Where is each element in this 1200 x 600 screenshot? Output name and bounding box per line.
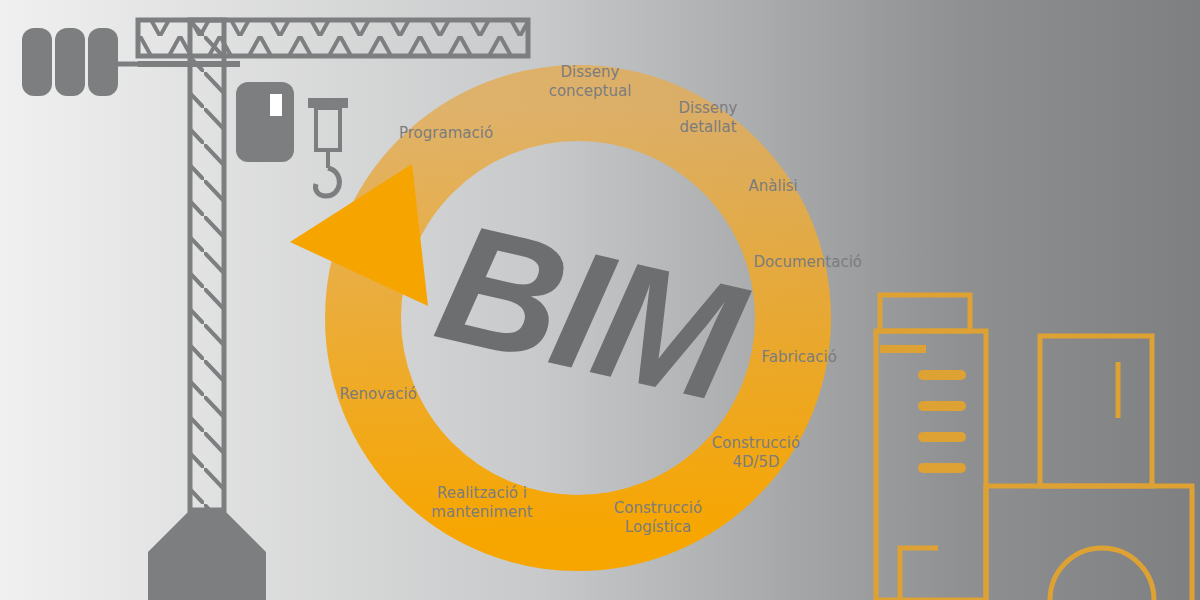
cycle-ring <box>363 103 793 533</box>
building-outline <box>876 295 1192 600</box>
cycle-arrowhead <box>290 164 428 306</box>
phase-label: Anàlisi <box>749 177 798 196</box>
phase-label: Programació <box>399 124 493 143</box>
phase-label: Realització i manteniment <box>422 484 542 522</box>
phase-label: Construcció 4D/5D <box>701 434 811 472</box>
phase-label: Construcció Logística <box>603 499 713 537</box>
phase-label: Renovació <box>340 385 417 404</box>
phase-label: Disseny detallat <box>668 99 748 137</box>
phase-label: Fabricació <box>762 348 837 367</box>
phase-label: Documentació <box>754 253 863 272</box>
phase-label: Disseny conceptual <box>540 63 640 101</box>
central-acronym: BIM <box>425 197 751 427</box>
